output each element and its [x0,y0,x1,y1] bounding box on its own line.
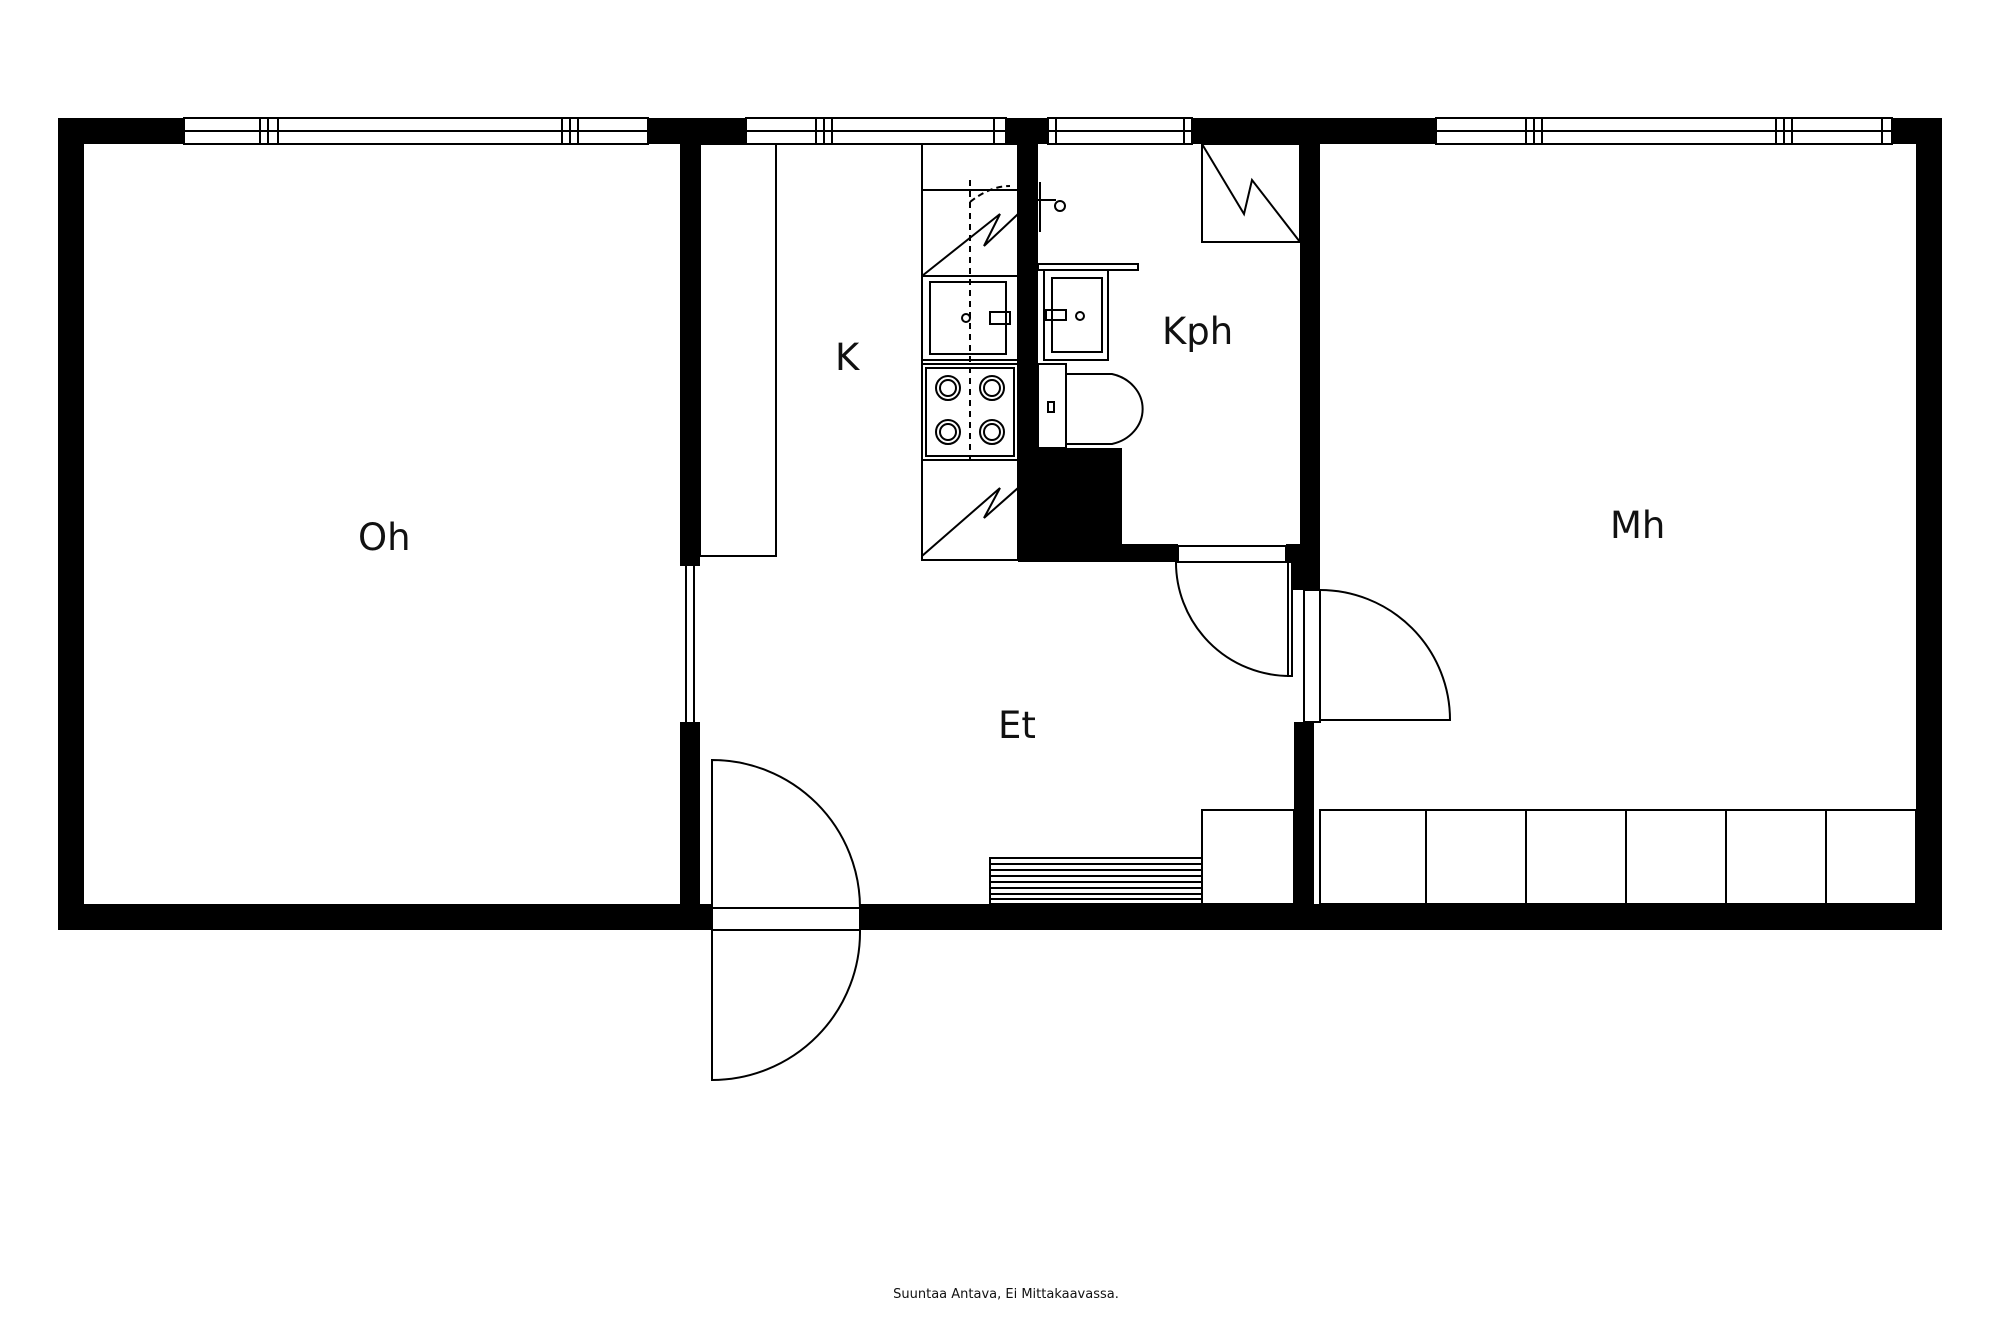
washbasin-icon [1043,269,1109,361]
hall-closet [1201,809,1295,905]
room-label-k: K [835,336,861,379]
door-kph [1174,545,1293,678]
bathroom-fixtures [1037,143,1301,449]
exterior-walls [58,118,1942,930]
scale-caption: Suuntaa Antava, Ei Mittakaavassa. [893,1287,1119,1302]
kitchen-cabinet-tall [699,143,777,557]
interior-walls [680,118,1320,930]
opening-oh-et [685,566,695,722]
windows [183,117,1893,145]
dishwasher-icon [921,459,1019,561]
room-label-kph: Kph [1162,310,1233,353]
room-label-mh: Mh [1610,504,1665,547]
shower-faucet-icon [1038,182,1066,232]
kitchen-fixtures [699,143,1019,561]
shower-area-icon [1201,143,1301,243]
window-mh [1435,117,1893,145]
window-k [745,117,1007,145]
room-label-et: Et [998,704,1036,747]
toilet-icon [1037,363,1144,449]
window-oh [183,117,649,145]
hall-fixtures [989,809,1295,905]
door-entrance [711,758,862,1082]
window-kph [1047,117,1193,145]
wardrobes [1319,809,1917,905]
room-label-oh: Oh [358,516,411,559]
doormat-icon [989,857,1203,905]
door-mh [1303,589,1452,723]
doors [711,545,1452,1082]
